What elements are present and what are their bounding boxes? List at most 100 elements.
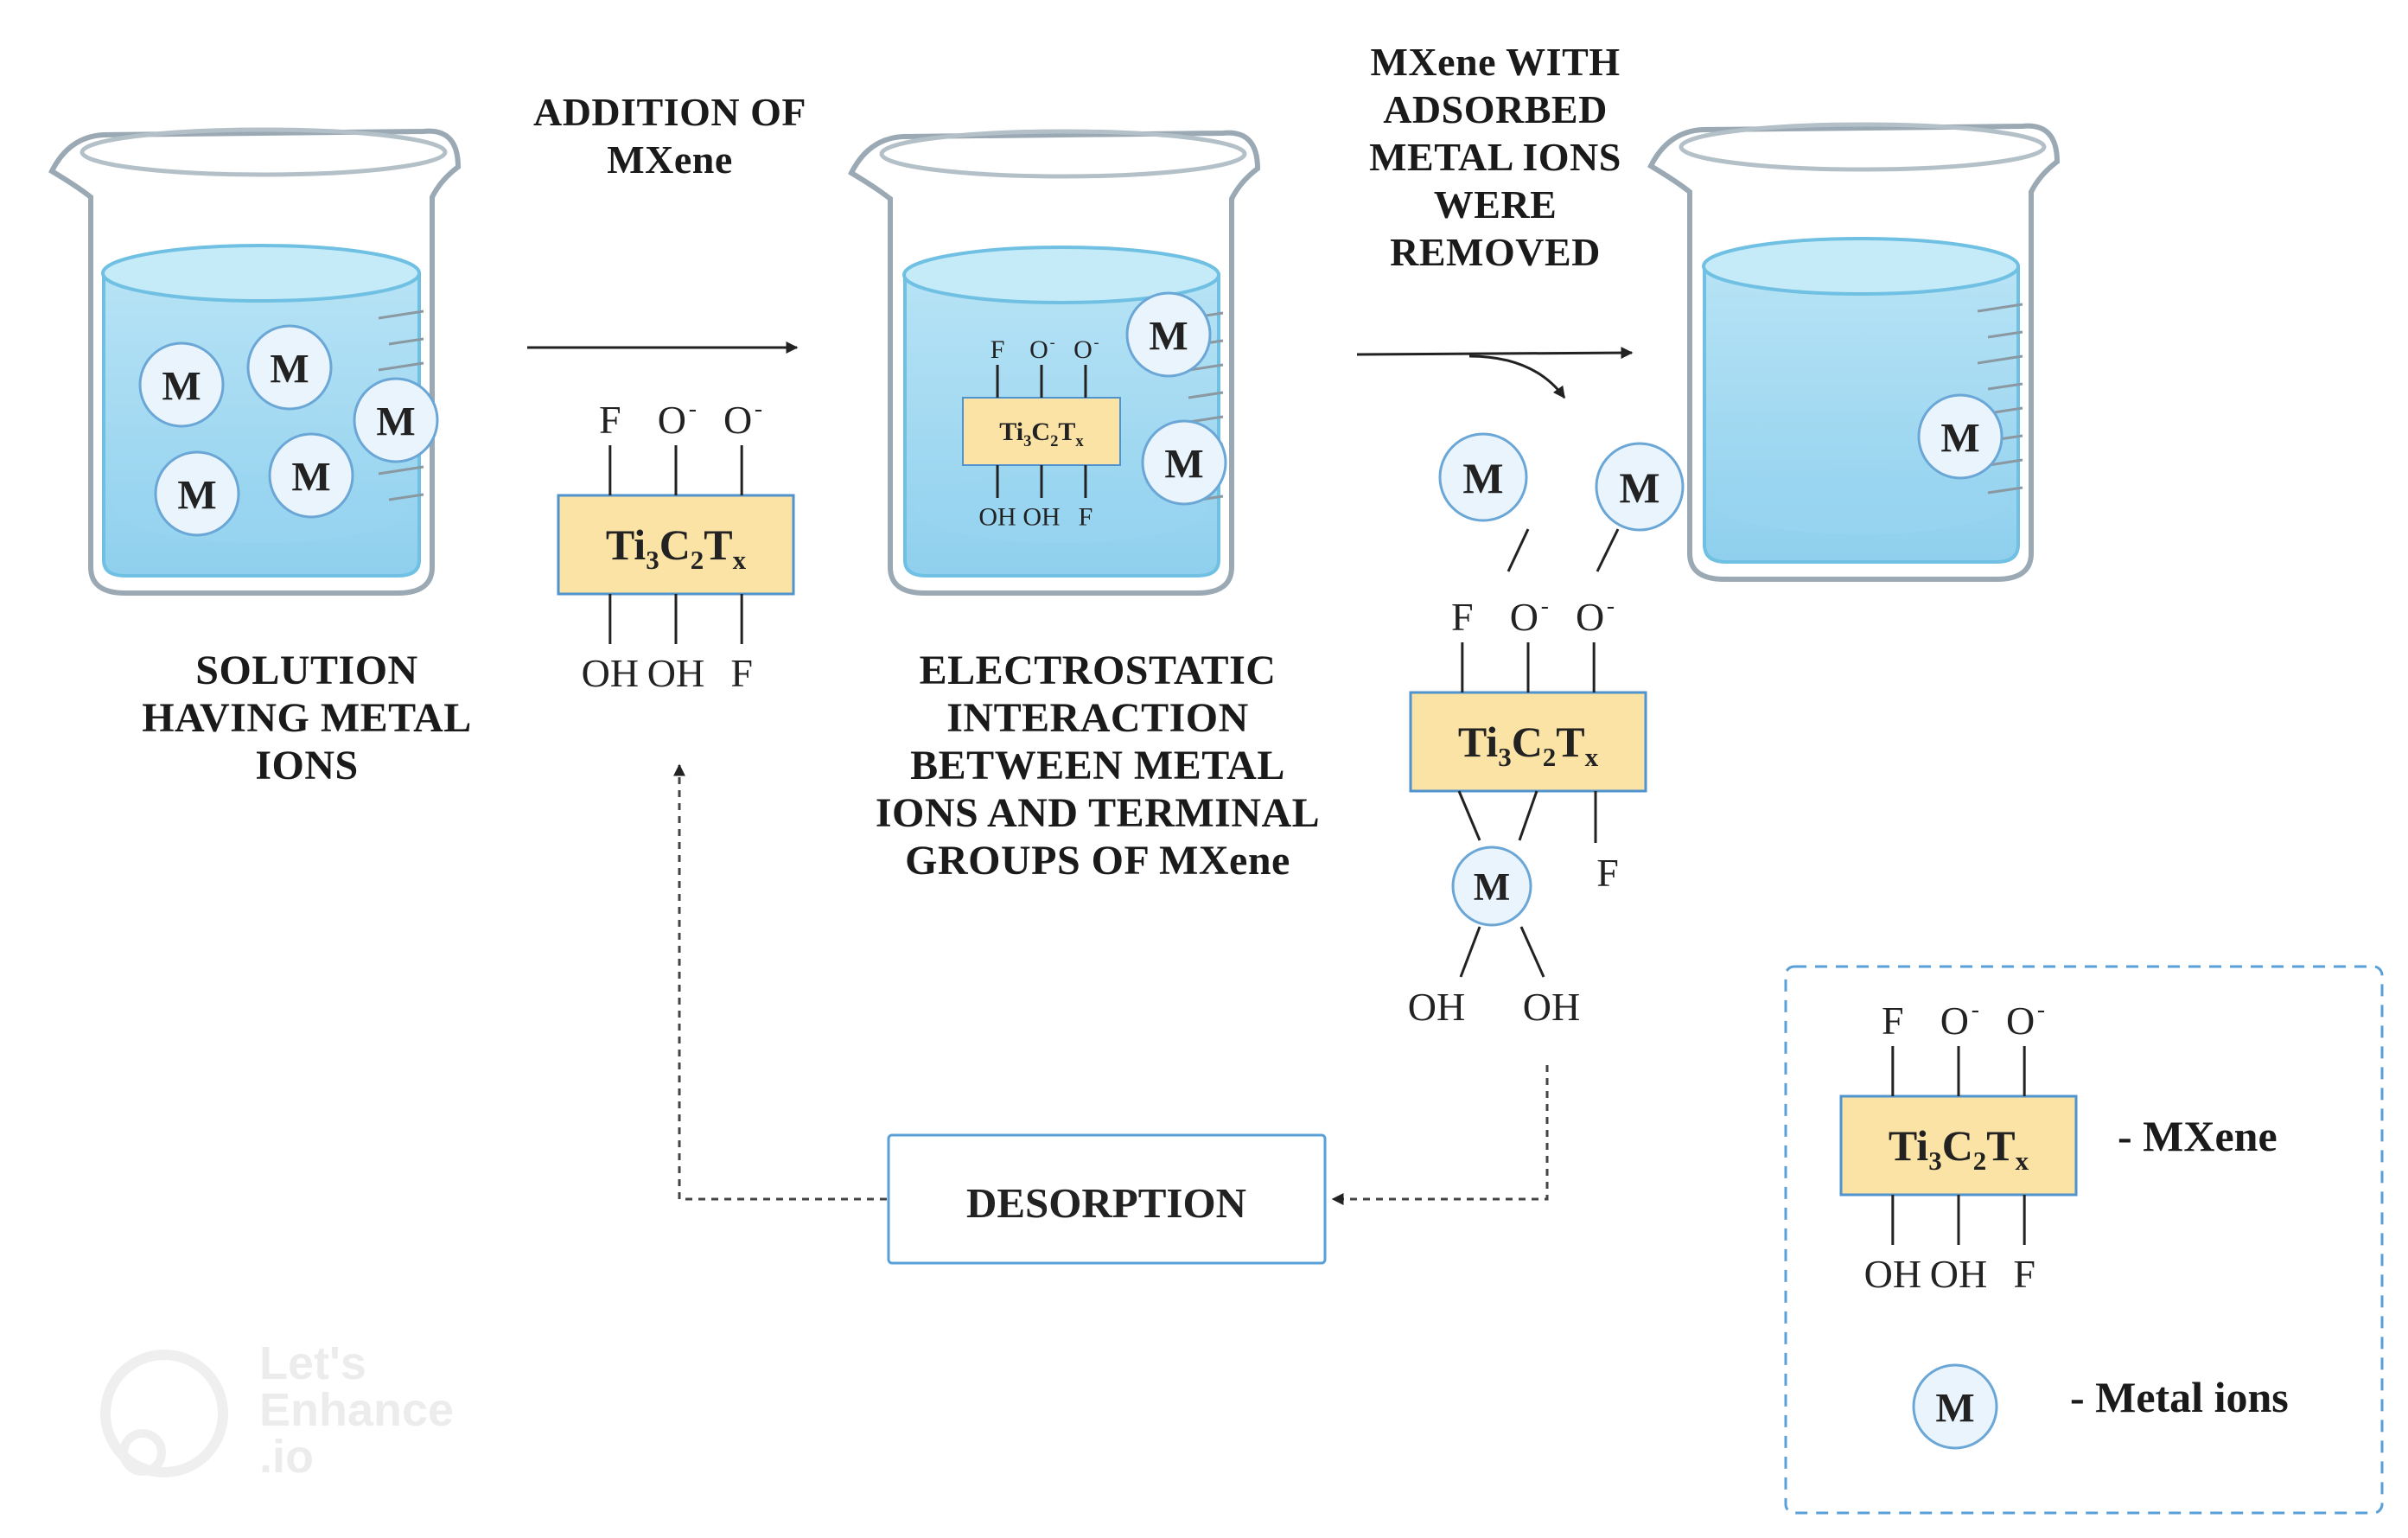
terminal-group-label: F	[1882, 999, 1904, 1043]
bond-line	[1457, 790, 1481, 841]
terminal-group-label: F	[991, 335, 1005, 364]
ion-symbol: M	[1474, 865, 1510, 909]
caption-line: WERE	[1433, 182, 1558, 227]
terminal-group-label: O	[723, 398, 752, 442]
metal-ion: M	[138, 341, 225, 428]
formula-symbol: C	[659, 520, 691, 569]
watermark-logo-icon	[100, 1350, 228, 1477]
caption-line: IONS AND TERMINAL	[875, 790, 1321, 836]
formula-symbol: T	[704, 520, 732, 569]
metal-ion-adsorbed: M	[1595, 442, 1685, 532]
caption-line: MXene WITH	[1370, 40, 1621, 84]
bond-line	[1519, 926, 1545, 978]
formula-symbol: C	[1942, 1121, 1973, 1170]
caption-line: GROUPS OF MXene	[905, 838, 1290, 884]
beaker-clean	[1647, 122, 2061, 582]
beaker-rim	[1679, 122, 2047, 172]
formula-symbol: Ti	[999, 418, 1023, 446]
charge-superscript: -	[1094, 333, 1099, 350]
mxene-formula: Ti3C2Tx	[606, 520, 747, 575]
bond-line	[1507, 528, 1530, 572]
mxene-formula: Ti3C2Tx	[999, 418, 1084, 450]
mxene-formula: Ti3C2Tx	[1458, 718, 1599, 772]
terminal-group-label: O	[1510, 595, 1538, 639]
metal-ion-adsorbed: M	[1438, 432, 1528, 522]
caption-line: INTERACTION	[946, 695, 1249, 741]
ion-symbol: M	[1149, 313, 1188, 359]
ion-circle	[1595, 442, 1685, 532]
formula-symbol: T	[1058, 418, 1075, 446]
charge-superscript: -	[1607, 592, 1615, 619]
caption-line: IONS	[255, 743, 359, 788]
formula-subscript: 2	[1543, 742, 1557, 772]
terminal-group-label: O	[1576, 595, 1604, 639]
water-bottom	[914, 474, 1208, 543]
formula-subscript: 2	[1050, 432, 1058, 450]
water-surface	[1702, 237, 2020, 296]
caption-line: ADSORBED	[1383, 87, 1608, 131]
watermark-line-3: .io	[259, 1431, 314, 1483]
charge-superscript: -	[2037, 996, 2045, 1023]
formula-symbol: T	[1556, 718, 1584, 766]
ion-symbol: M	[291, 454, 330, 500]
formula-subscript: x	[1075, 432, 1084, 450]
mxene-formula: Ti3C2Tx	[1889, 1121, 2029, 1176]
terminal-group-label: OH	[978, 503, 1016, 532]
metal-ion-adsorbed: M	[1141, 419, 1227, 506]
ion-symbol: M	[1940, 415, 1979, 461]
terminal-group-label: F	[2013, 1252, 2035, 1296]
caption-line: HAVING METAL	[142, 695, 472, 741]
formula-subscript: x	[733, 545, 747, 575]
terminal-group-label: F	[1079, 503, 1093, 532]
water-surface	[101, 244, 421, 303]
ion-symbol: M	[1164, 441, 1203, 487]
caption-line: ADDITION OF	[532, 90, 807, 134]
charge-superscript: -	[755, 395, 762, 422]
formula-subscript: x	[1585, 742, 1599, 772]
metal-ion: M	[353, 377, 439, 463]
ion-symbol: M	[162, 363, 201, 409]
charge-superscript: -	[1972, 996, 1979, 1023]
formula-subscript: 3	[1023, 432, 1031, 450]
caption-line: REMOVED	[1390, 230, 1601, 274]
ion-symbol: M	[1462, 454, 1503, 502]
terminal-group-label: F	[730, 651, 753, 695]
beaker-rim	[879, 129, 1247, 179]
caption-line: ELECTROSTATIC	[919, 648, 1277, 693]
ion-circle	[1125, 291, 1212, 378]
ion-circle	[1438, 432, 1528, 522]
formula-subscript: 3	[646, 545, 659, 575]
formula-symbol: Ti	[1889, 1121, 1928, 1170]
watermark-line-1: Let's	[259, 1337, 366, 1389]
beaker-glass	[1647, 123, 2061, 582]
mxene-sheet	[1409, 691, 1647, 793]
formula-subscript: 3	[1498, 742, 1512, 772]
arrow-to-desorption	[1331, 1065, 1549, 1205]
legend-metal-ion: M	[1912, 1363, 1998, 1450]
water-surface	[902, 246, 1220, 304]
terminal-group-label: O	[1029, 335, 1048, 364]
ion-circle	[1917, 393, 2003, 480]
terminal-group-label: F	[1596, 851, 1619, 895]
metal-ion-adsorbed: M	[1125, 291, 1212, 378]
ion-circle	[138, 341, 225, 428]
desorption-box	[887, 1133, 1327, 1265]
water-bottom	[1714, 469, 2008, 534]
terminal-group-label: OH	[1523, 985, 1580, 1029]
charge-superscript: -	[1050, 333, 1055, 350]
caption-line: MXene	[607, 137, 733, 182]
caption-line: SOLUTION	[195, 648, 418, 693]
beaker-glass	[848, 130, 1261, 596]
beaker-glass	[48, 128, 462, 596]
legend-box	[1784, 965, 2384, 1515]
arrow-remove-branch	[1468, 354, 1566, 399]
ion-symbol: M	[1935, 1385, 1974, 1431]
legend-metal-label: - Metal ions	[2070, 1373, 2289, 1421]
formula-subscript: 3	[1928, 1146, 1942, 1176]
